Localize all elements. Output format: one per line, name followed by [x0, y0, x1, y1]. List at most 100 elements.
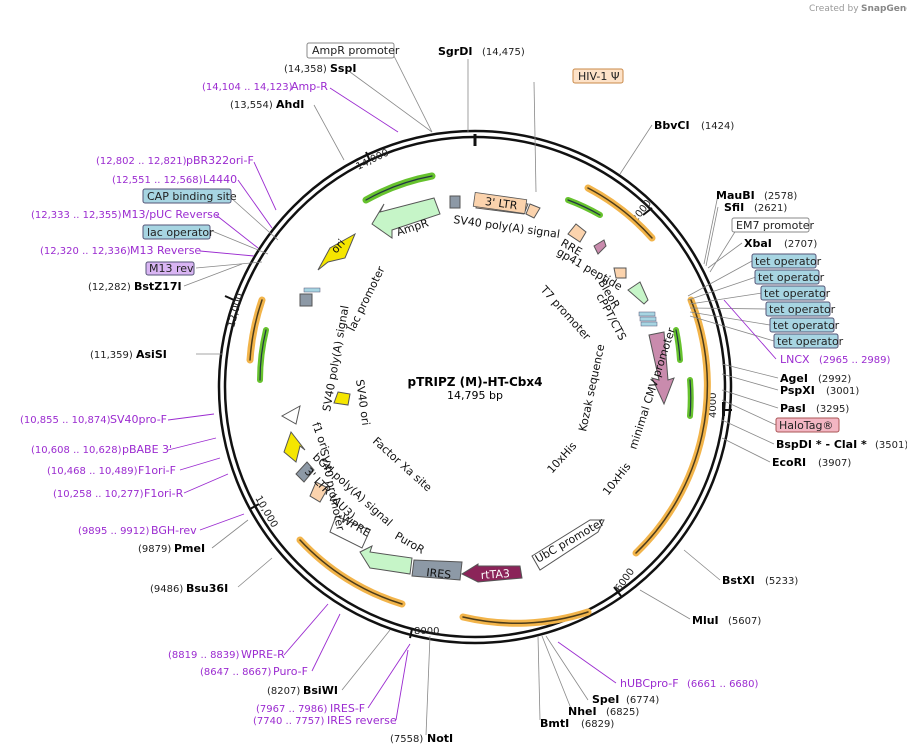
primer-pos: (9895 .. 9912) [78, 526, 150, 537]
leader-lines [183, 55, 779, 736]
site-pos: (12,282) [88, 282, 131, 293]
site-pos: (14,475) [482, 47, 525, 58]
rre-box [567, 223, 587, 243]
feature-box-label: tet operator [764, 287, 831, 300]
primer-pos: (7967 .. 7986) [256, 704, 328, 715]
site-pos: (8207) [267, 686, 300, 697]
ubc-label: UbC promoter [533, 515, 607, 565]
ltr3-label: 3' LTR [484, 195, 518, 212]
feature-boxes: AmpR promoter HIV-1 Ψ EM7 promoter tet o… [142, 42, 844, 433]
primer-pos: (8647 .. 8667) [200, 667, 272, 678]
feature-box-label: AmpR promoter [312, 44, 400, 57]
t7-box [613, 267, 627, 279]
site-pos: (3295) [816, 404, 849, 415]
lac-promoter-label: lac promoter [345, 264, 388, 333]
kozak-label: Kozak sequence [576, 343, 607, 433]
f1-ori-arrow [283, 430, 306, 463]
min-cmv-arrow [648, 331, 675, 406]
feature-box-label: lac operator [147, 226, 214, 239]
bgh-box [295, 461, 315, 483]
site-pos: (2621) [754, 203, 787, 214]
primer-name: IRES-F [330, 702, 365, 715]
primer-pos: (2965 .. 2989) [819, 355, 891, 366]
primer-pos: (8819 .. 8839) [168, 650, 240, 661]
ori-arrow [317, 232, 357, 271]
site-name: NheI [568, 705, 597, 718]
primer-name: pBR322ori-F [186, 154, 254, 167]
primer-name: F1ori-R [144, 487, 184, 500]
primer-name: F1ori-F [138, 464, 176, 477]
site-name: NotI [427, 732, 453, 745]
tick-marks [224, 151, 732, 639]
site-name: SgrDI [438, 45, 472, 58]
site-name: AgeI [780, 372, 808, 385]
site-name: PasI [780, 402, 806, 415]
backbone [217, 129, 733, 645]
site-name: BstZ17I [134, 280, 182, 293]
sv40pa-block [449, 195, 461, 209]
f1-ori-label: f1 ori [309, 421, 331, 452]
site-pos: (7558) [390, 734, 423, 745]
primer-name: hUBCpro-F [620, 677, 679, 690]
site-pos: (2707) [784, 239, 817, 250]
site-name: SspI [330, 62, 356, 75]
site-pos: (3001) [826, 386, 859, 397]
feature-box-label: tet operator [773, 319, 840, 332]
site-name: AhdI [276, 98, 304, 111]
puror-arrow [359, 545, 413, 575]
site-pos: (9879) [138, 544, 171, 555]
site-pos: (6774) [626, 695, 659, 706]
primer-name: IRES reverse [327, 714, 397, 727]
feature-arrows [280, 195, 675, 583]
site-name: EcoRI [772, 456, 806, 469]
primer-pos: (10,258 .. 10,277) [53, 489, 144, 500]
bleor-arrow [627, 281, 649, 305]
primer-name: SV40pro-F [110, 413, 167, 426]
feature-box-label: M13 rev [149, 262, 194, 275]
primer-name: L4440 [203, 173, 237, 186]
ltr3-tail [525, 203, 541, 219]
ires-arrow [411, 559, 463, 581]
feature-box-label: tet operator [777, 335, 844, 348]
site-name: BsiWI [303, 684, 338, 697]
site-name: BbvCI [654, 119, 690, 132]
feature-box-label: EM7 promoter [736, 219, 814, 232]
site-name: BspDI * - ClaI * [776, 438, 867, 451]
site-name: AsiSI [136, 348, 167, 361]
site-pos: (9486) [150, 584, 183, 595]
puror-label: PuroR [393, 529, 428, 556]
site-name: MluI [692, 614, 719, 627]
ring-markers [303, 287, 725, 416]
ubc-promoter-arrow [531, 519, 605, 571]
site-pos: (5607) [728, 616, 761, 627]
rtta3-label: rtTA3 [480, 567, 510, 582]
site-name: PspXI [780, 384, 815, 397]
rtta3-arrow [460, 563, 523, 583]
primer-pos: (12,320 .. 12,336) [40, 246, 131, 257]
tick-label: 4000 [708, 393, 719, 418]
site-pos: (6829) [581, 719, 614, 730]
primer-name: Amp-R [291, 80, 328, 93]
site-pos: (3907) [818, 458, 851, 469]
site-pos: (11,359) [90, 350, 133, 361]
gp41-box [593, 239, 607, 255]
site-name: XbaI [744, 237, 772, 250]
primer-pos: (10,608 .. 10,628) [31, 445, 122, 456]
feature-box-label: tet operator [769, 303, 836, 316]
feature-box-label: CAP binding site [147, 190, 237, 203]
primer-name: M13 Reverse [130, 244, 201, 257]
sv40-ori-block [333, 391, 351, 406]
primer-pos: (14,104 .. 14,123) [202, 82, 293, 93]
wpre-box [329, 515, 371, 549]
site-name: SpeI [592, 693, 619, 706]
feature-box-label: tet operator [755, 255, 822, 268]
plasmid-name: pTRIPZ (M)-HT-Cbx4 [408, 375, 543, 389]
sv40-ori-label: SV40 ori [353, 379, 372, 427]
site-pos: (1424) [701, 121, 734, 132]
primer-pos: (12,333 .. 12,355) [31, 210, 122, 221]
lac-box [299, 293, 313, 307]
primer-pos: (10,468 .. 10,489) [47, 466, 138, 477]
watermark-prefix: Created by [809, 4, 859, 14]
sv40-promoter-arrow [280, 405, 301, 425]
